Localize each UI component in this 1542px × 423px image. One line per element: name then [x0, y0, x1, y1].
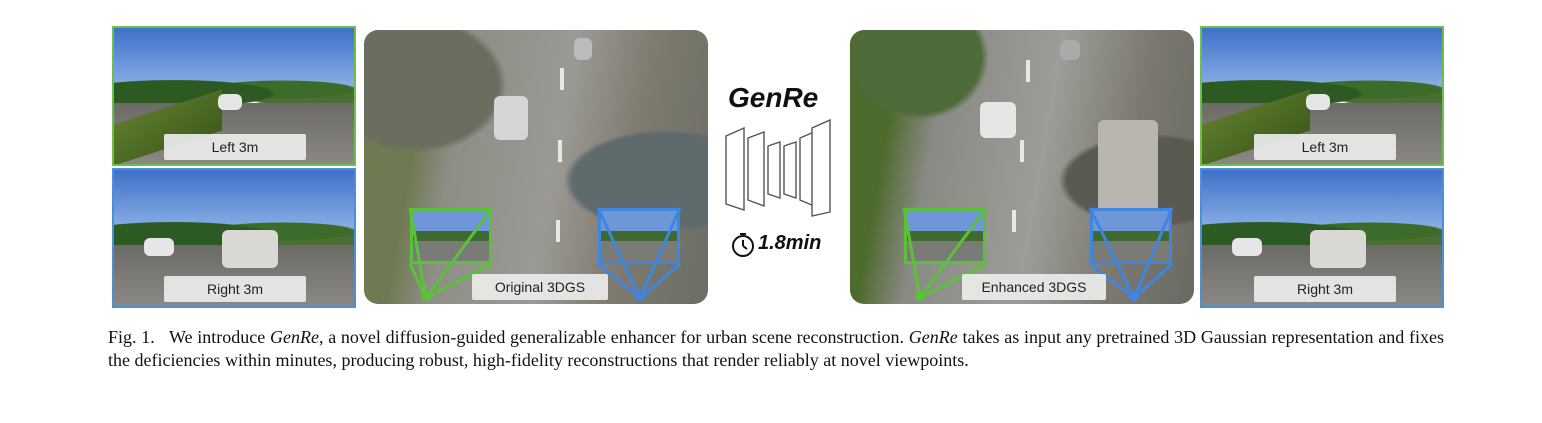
model-name-italic: GenRe [269, 327, 319, 347]
left-view-bottom: Right 3m [112, 168, 356, 308]
model-name-italic: GenRe [908, 327, 958, 347]
enhanced-3dgs-view: Enhanced 3DGS [850, 30, 1194, 304]
figure-number: Fig. 1. [108, 327, 155, 347]
camera-frustum-icon [408, 207, 682, 301]
enhanced-3dgs-label: Enhanced 3DGS [962, 274, 1106, 300]
network-icon [725, 118, 831, 217]
right-view-bottom: Right 3m [1200, 168, 1444, 308]
camera-frustum-icon [902, 207, 1174, 301]
timer-value: 1.8min [758, 232, 822, 254]
view-label: Right 3m [1254, 276, 1396, 302]
right-view-top: Left 3m [1200, 26, 1444, 166]
view-label: Left 3m [164, 134, 306, 160]
original-3dgs-label: Original 3DGS [472, 274, 608, 300]
left-view-top: Left 3m [112, 26, 356, 166]
figure-caption: Fig. 1. We introduce GenRe, a novel diff… [108, 327, 1444, 370]
inset-left [410, 208, 492, 264]
original-3dgs-view: Original 3DGS [364, 30, 708, 304]
model-name: GenRe [728, 82, 819, 113]
view-label: Left 3m [1254, 134, 1396, 160]
inset-left [904, 208, 986, 264]
stopwatch-icon [732, 233, 754, 257]
view-label: Right 3m [164, 276, 306, 302]
